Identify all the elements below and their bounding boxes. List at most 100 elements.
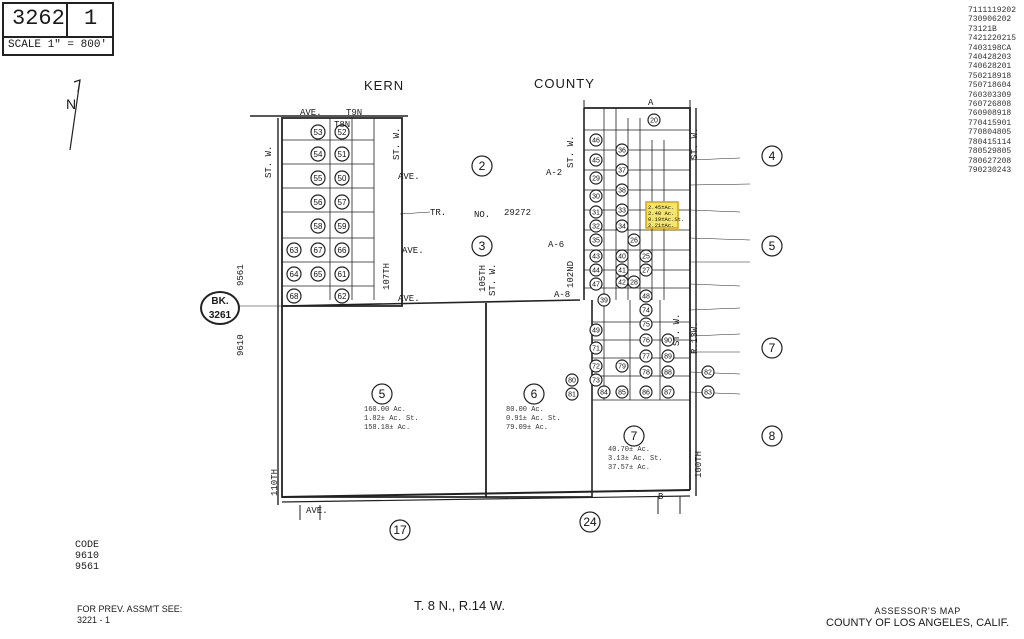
lot-68-circle-label: 68: [290, 292, 299, 301]
street-ave-2: AVE.: [402, 246, 424, 256]
lot-83-circle[interactable]: [701, 385, 715, 399]
lot-66-circle[interactable]: [334, 242, 350, 258]
lot-87-circle[interactable]: [661, 385, 675, 399]
lot-85-circle[interactable]: [615, 385, 629, 399]
lot-79-circle[interactable]: [615, 359, 629, 373]
parcel-4-circle[interactable]: [761, 145, 783, 167]
lot-58-circle[interactable]: [310, 218, 326, 234]
street-ave-t9n: AVE.: [300, 108, 322, 118]
lot-38-circle[interactable]: [615, 183, 629, 197]
lot-86-circle[interactable]: [639, 385, 653, 399]
tract-no-label: NO.: [474, 210, 491, 220]
lot-83-circle-label: 83: [704, 389, 712, 396]
lot-66-circle-label: 66: [338, 246, 347, 255]
lot-26-circle-label: 26: [630, 237, 638, 244]
lot-49-circle[interactable]: [589, 323, 603, 337]
lot-36-circle[interactable]: [615, 143, 629, 157]
lot-45-circle-label: 45: [592, 157, 600, 164]
lot-32-circle[interactable]: [589, 219, 603, 233]
lot-27-circle[interactable]: [639, 263, 653, 277]
lot-59-circle-label: 59: [338, 222, 347, 231]
lot-61-circle[interactable]: [334, 266, 350, 282]
parcel-8-circle[interactable]: [761, 425, 783, 447]
map-number-box: 3262 1 SCALE 1" = 800': [2, 2, 114, 56]
lot-89-circle[interactable]: [661, 349, 675, 363]
lot-40-circle[interactable]: [615, 249, 629, 263]
parcel-17-circle-label: 17: [393, 523, 407, 537]
lot-84-circle[interactable]: [597, 385, 611, 399]
lot-42-circle[interactable]: [615, 275, 629, 289]
lot-34-circle[interactable]: [615, 219, 629, 233]
lot-67-circle[interactable]: [310, 242, 326, 258]
lot-64-circle[interactable]: [286, 266, 302, 282]
highlighted-parcel[interactable]: [645, 201, 679, 229]
lot-62-circle[interactable]: [334, 288, 350, 304]
lot-25-circle[interactable]: [639, 249, 653, 263]
lot-59-circle[interactable]: [334, 218, 350, 234]
lot-34-circle-label: 34: [618, 223, 626, 230]
lot-78-circle[interactable]: [639, 365, 653, 379]
lot-33-circle[interactable]: [615, 203, 629, 217]
parcel-17-circle[interactable]: [389, 519, 411, 541]
lot-44-circle[interactable]: [589, 263, 603, 277]
lot-52-circle[interactable]: [334, 124, 350, 140]
lot-46-circle[interactable]: [589, 133, 603, 147]
parcel-2-circle[interactable]: [471, 155, 493, 177]
lot-65-circle[interactable]: [310, 266, 326, 282]
map-scale: SCALE 1" = 800': [8, 39, 108, 51]
lot-39-circle[interactable]: [597, 293, 611, 307]
lot-74-circle[interactable]: [639, 303, 653, 317]
lot-35-circle[interactable]: [589, 233, 603, 247]
lot-80-circle[interactable]: [565, 373, 579, 387]
township-range: T. 8 N., R.14 W.: [414, 598, 506, 613]
lot-90-circle-label: 90: [664, 337, 672, 344]
lot-57-circle[interactable]: [334, 194, 350, 210]
parcel-7-circle[interactable]: [623, 425, 645, 447]
lot-51-circle[interactable]: [334, 146, 350, 162]
lot-55-circle[interactable]: [310, 170, 326, 186]
lot-29-circle[interactable]: [589, 171, 603, 185]
lot-56-circle[interactable]: [310, 194, 326, 210]
lot-73-circle[interactable]: [589, 373, 603, 387]
lot-20-circle[interactable]: [647, 113, 661, 127]
lot-76-circle[interactable]: [639, 333, 653, 347]
street-ave-1: AVE.: [398, 172, 420, 182]
lot-26-circle[interactable]: [627, 233, 641, 247]
parcel-6-circle[interactable]: [523, 383, 545, 405]
lot-72-circle[interactable]: [589, 359, 603, 373]
lot-88-circle[interactable]: [661, 365, 675, 379]
parcel-5r-circle[interactable]: [761, 235, 783, 257]
street-107th: 107TH: [382, 262, 392, 290]
tract-number: 29272: [504, 208, 532, 218]
lot-30-circle[interactable]: [589, 189, 603, 203]
lot-90-circle[interactable]: [661, 333, 675, 347]
lot-68-circle[interactable]: [286, 288, 302, 304]
lot-54-circle[interactable]: [310, 146, 326, 162]
lot-77-circle[interactable]: [639, 349, 653, 363]
lot-37-circle[interactable]: [615, 163, 629, 177]
lot-82-circle[interactable]: [701, 365, 715, 379]
lot-50-circle[interactable]: [334, 170, 350, 186]
book-reference[interactable]: BK. 3261: [200, 291, 240, 325]
lot-51-circle-label: 51: [338, 150, 347, 159]
parcel-5r-circle-label: 5: [769, 239, 776, 253]
lot-48-circle[interactable]: [639, 289, 653, 303]
lot-75-circle[interactable]: [639, 317, 653, 331]
lot-63-circle[interactable]: [286, 242, 302, 258]
street-ave-bottom: AVE.: [306, 506, 328, 516]
lot-73-circle-label: 73: [592, 377, 600, 384]
lot-43-circle[interactable]: [589, 249, 603, 263]
lot-81-circle[interactable]: [565, 387, 579, 401]
lot-47-circle[interactable]: [589, 277, 603, 291]
parcel-3-circle[interactable]: [471, 235, 493, 257]
lot-53-circle[interactable]: [310, 124, 326, 140]
lot-71-circle[interactable]: [589, 341, 603, 355]
lot-45-circle[interactable]: [589, 153, 603, 167]
parcel-5-circle[interactable]: [371, 383, 393, 405]
lot-47-circle-label: 47: [592, 281, 600, 288]
recording-number: 760303309: [968, 90, 1012, 100]
lot-31-circle[interactable]: [589, 205, 603, 219]
parcel-24-circle[interactable]: [579, 511, 601, 533]
parcel-7r-circle[interactable]: [761, 337, 783, 359]
parcel-6-acreage: 80.00 Ac.0.91± Ac. St.79.09± Ac.: [506, 406, 561, 432]
